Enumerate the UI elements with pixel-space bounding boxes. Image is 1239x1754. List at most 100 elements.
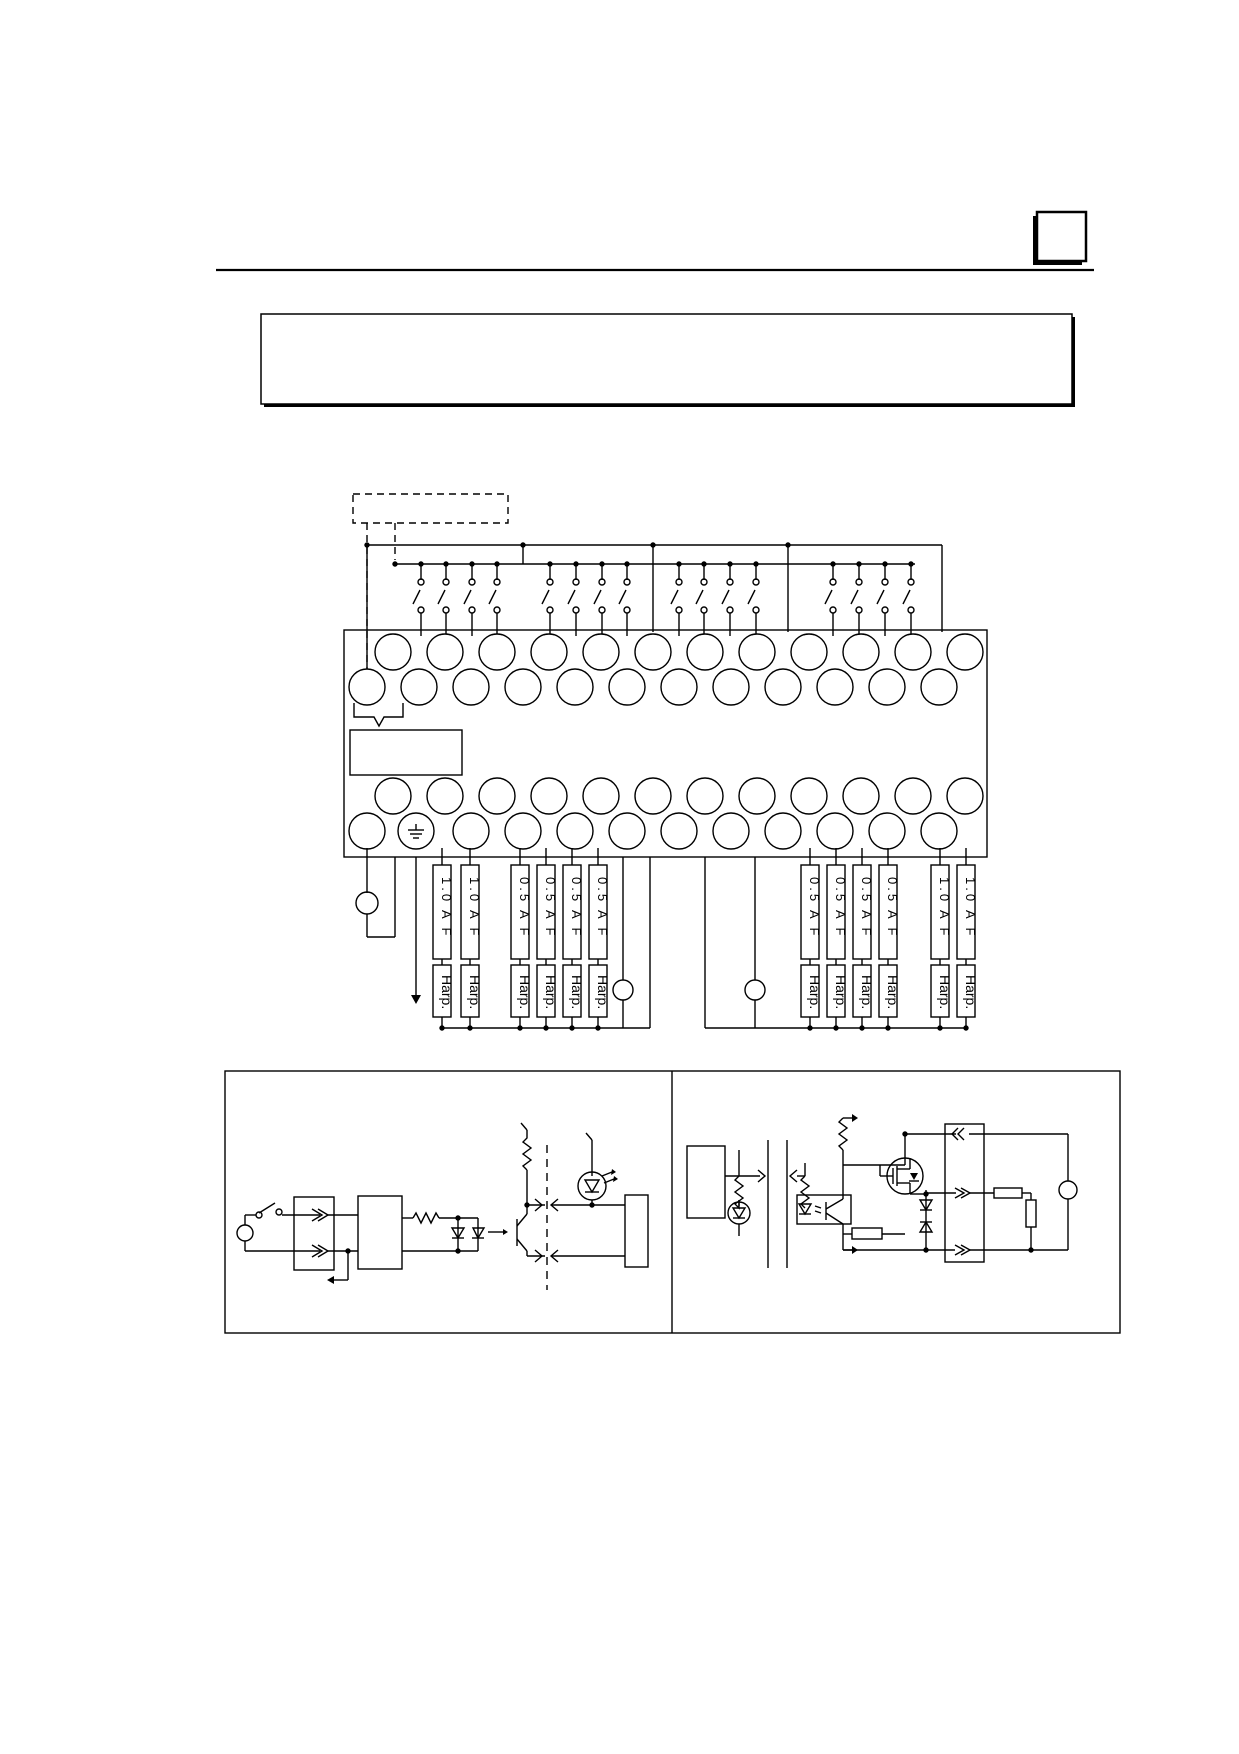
terminal: [426, 633, 464, 671]
terminal: [504, 668, 542, 706]
dashed-supply-box: [352, 493, 509, 524]
output-fuses: 1.0 A F Harp. 1.0 A F Harp. 0.5 A F Harp. 0.5 …: [432, 848, 979, 1031]
fuse: 0.5 A F Harp.: [800, 848, 823, 1031]
harp-label: Harp.: [439, 975, 455, 1009]
fuse-label: 0.5 A F: [543, 877, 558, 938]
cpu-block: [624, 1194, 649, 1268]
ground-icon: [408, 824, 424, 1004]
terminal: [478, 777, 516, 815]
cpu-block-right: [686, 1145, 726, 1219]
harp-label: Harp.: [467, 975, 483, 1009]
terminal: [868, 812, 906, 850]
mosfet-icon: [879, 1157, 924, 1195]
fuse-label: 0.5 A F: [517, 877, 532, 938]
harp-label: Harp.: [807, 975, 823, 1009]
connector-block: [293, 1196, 335, 1271]
right-output-source: [744, 979, 766, 1001]
output-circuit: [686, 1114, 1078, 1268]
switch-icon: [541, 561, 554, 636]
input-switches: [412, 561, 915, 636]
left-supply-source: [355, 891, 379, 915]
switch-icon: [255, 1202, 283, 1219]
left-supply-loop: [355, 848, 396, 938]
harp-label: Harp.: [963, 975, 979, 1009]
output-load: [1025, 1199, 1037, 1228]
terminal: [738, 633, 776, 671]
terminal: [816, 668, 854, 706]
fuse: 1.0 A F Harp.: [432, 848, 455, 1031]
switch-icon: [463, 561, 476, 636]
inner-label-box: [349, 729, 463, 776]
terminal: [582, 633, 620, 671]
terminal: [660, 812, 698, 850]
terminal: [426, 777, 464, 815]
output-fuse: [993, 1187, 1023, 1199]
terminal: [816, 812, 854, 850]
switch-icon: [567, 561, 580, 636]
terminal: [712, 668, 750, 706]
input-circuit: [236, 1122, 649, 1290]
zener-diode-icon: [918, 1199, 934, 1233]
terminal: [946, 633, 984, 671]
switch-icon: [593, 561, 606, 636]
switch-icon: [721, 561, 734, 636]
switch-icon: [850, 561, 863, 636]
harp-label: Harp.: [937, 975, 953, 1009]
terminal: [556, 668, 594, 706]
terminal: [374, 633, 412, 671]
switch-icon: [695, 561, 708, 636]
terminal: [478, 633, 516, 671]
terminal: [686, 633, 724, 671]
terminal: [764, 812, 802, 850]
terminal: [894, 777, 932, 815]
terminal: [530, 777, 568, 815]
terminal: [634, 633, 672, 671]
terminal: [660, 668, 698, 706]
output-supply: [1058, 1180, 1078, 1200]
terminal: [712, 812, 750, 850]
switch-icon: [488, 561, 501, 636]
input-bus: [364, 542, 943, 678]
fuse: 1.0 A F Harp.: [460, 848, 483, 1031]
fuse: 0.5 A F Harp.: [510, 848, 533, 1031]
fuse-label: 1.0 A F: [439, 877, 454, 938]
switch-icon: [876, 561, 889, 636]
terminal: [348, 668, 386, 706]
terminal: [790, 777, 828, 815]
switch-icon: [747, 561, 760, 636]
input-resistor: [412, 1211, 440, 1225]
switch-icon: [824, 561, 837, 636]
terminal: [894, 633, 932, 671]
terminal: [397, 812, 435, 850]
terminal: [790, 633, 828, 671]
terminal: [556, 812, 594, 850]
fuse-label: 0.5 A F: [833, 877, 848, 938]
fuse-label: 0.5 A F: [807, 877, 822, 938]
optocoupler-icon: [471, 1227, 508, 1240]
harp-label: Harp.: [517, 975, 533, 1009]
fuse-label: 0.5 A F: [595, 877, 610, 938]
terminal: [608, 668, 646, 706]
terminal: [764, 668, 802, 706]
harp-label: Harp.: [885, 975, 901, 1009]
terminal: [504, 812, 542, 850]
fuse-label: 1.0 A F: [467, 877, 482, 938]
switch-icon: [412, 561, 425, 636]
harp-label: Harp.: [569, 975, 585, 1009]
terminal: [686, 777, 724, 815]
terminal: [608, 812, 646, 850]
terminal: [374, 777, 412, 815]
fuse-label: 0.5 A F: [569, 877, 584, 938]
terminal-block: [343, 629, 988, 858]
harp-label: Harp.: [859, 975, 875, 1009]
terminal: [452, 812, 490, 850]
terminal: [582, 777, 620, 815]
fuse: 0.5 A F Harp.: [852, 848, 875, 1031]
terminal: [842, 633, 880, 671]
terminal: [452, 668, 490, 706]
terminal: [920, 668, 958, 706]
fuse-label: 0.5 A F: [859, 877, 874, 938]
